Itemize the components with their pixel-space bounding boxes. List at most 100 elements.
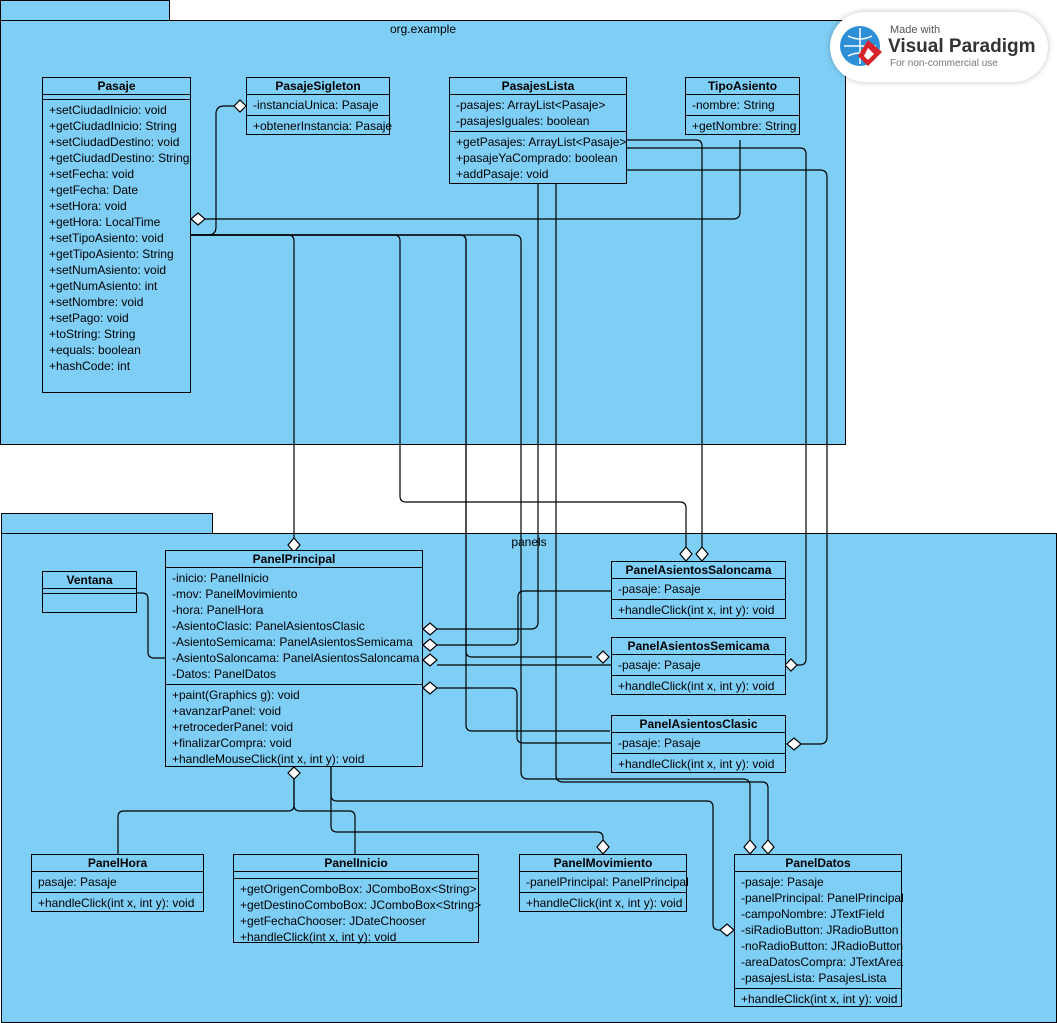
class-member: -AsientoClasic: PanelAsientosClasic bbox=[172, 619, 365, 633]
class-member: -pasaje: Pasaje bbox=[741, 875, 824, 889]
class-member: +getCiudadDestino: String bbox=[49, 151, 190, 165]
connector-pasaje-saloncama bbox=[191, 234, 687, 547]
class-member: +getDestinoComboBox: JComboBox<String> bbox=[240, 898, 482, 912]
connector-lista-semicama bbox=[627, 147, 807, 666]
aggregation-diamond bbox=[596, 839, 610, 855]
class-panel-inicio[interactable]: PanelInicio +getOrigenComboBox: JComboBo… bbox=[233, 854, 482, 944]
class-ventana[interactable]: Ventana bbox=[42, 571, 137, 613]
class-panel-asientos-saloncama[interactable]: PanelAsientosSaloncama -pasaje: Pasaje +… bbox=[611, 561, 786, 619]
aggregation-diamond bbox=[422, 681, 438, 695]
class-member: +retrocederPanel: void bbox=[172, 720, 294, 734]
class-attributes: pasaje: Pasaje bbox=[32, 872, 203, 893]
class-member: -pasajes: ArrayList<Pasaje> bbox=[456, 98, 606, 112]
class-member: -panelPrincipal: PanelPrincipal bbox=[741, 891, 904, 905]
class-member: +getOrigenComboBox: JComboBox<String> bbox=[240, 882, 477, 896]
class-operations: +obtenerInstancia: Pasaje bbox=[247, 116, 393, 136]
watermark-made-with: Made with bbox=[890, 24, 941, 36]
class-member: +getTipoAsiento: String bbox=[49, 247, 174, 261]
aggregation-diamond bbox=[761, 839, 775, 855]
class-attributes: -nombre: String bbox=[686, 95, 799, 116]
class-attributes: -instanciaUnica: Pasaje bbox=[247, 95, 389, 116]
class-name: Ventana bbox=[43, 572, 136, 589]
package-name: org.example bbox=[389, 22, 457, 36]
class-member: +paint(Graphics g): void bbox=[172, 688, 300, 702]
class-name: PasajeSigleton bbox=[247, 78, 389, 95]
class-panel-asientos-semicama[interactable]: PanelAsientosSemicama -pasaje: Pasaje +h… bbox=[611, 637, 786, 695]
class-member: -noRadioButton: JRadioButton bbox=[741, 939, 904, 953]
connector-panelprincipal-hora bbox=[117, 779, 295, 855]
class-name: PanelAsientosClasic bbox=[612, 716, 785, 733]
class-member: -inicio: PanelInicio bbox=[172, 571, 269, 585]
watermark-brand: Visual Paradigm bbox=[888, 36, 1036, 57]
class-panel-principal[interactable]: PanelPrincipal -inicio: PanelInicio-mov:… bbox=[165, 550, 423, 767]
aggregation-diamond bbox=[719, 923, 735, 937]
connector-clasic-panelprincipal bbox=[437, 687, 611, 744]
aggregation-diamond bbox=[190, 212, 206, 226]
class-member: +getFechaChooser: JDateChooser bbox=[240, 914, 426, 928]
class-attributes bbox=[234, 872, 478, 879]
class-attributes bbox=[43, 589, 136, 594]
class-member: -pasajesLista: PasajesLista bbox=[741, 971, 887, 985]
aggregation-diamond bbox=[422, 622, 438, 636]
class-member: +setHora: void bbox=[49, 199, 127, 213]
class-panel-datos[interactable]: PanelDatos -pasaje: Pasaje-panelPrincipa… bbox=[734, 854, 904, 1009]
class-panel-hora[interactable]: PanelHora pasaje: Pasaje +handleClick(in… bbox=[31, 854, 204, 912]
class-operations: +setCiudadInicio: void+getCiudadInicio: … bbox=[43, 100, 190, 376]
class-pasajes-lista[interactable]: PasajesLista -pasajes: ArrayList<Pasaje>… bbox=[449, 77, 627, 184]
class-member: -AsientoSaloncama: PanelAsientosSaloncam… bbox=[172, 651, 420, 665]
class-name: Pasaje bbox=[43, 78, 190, 95]
class-member: -pasaje: Pasaje bbox=[618, 582, 701, 596]
class-attributes: -pasaje: Pasaje bbox=[612, 579, 785, 600]
class-operations: +getNombre: String bbox=[686, 116, 799, 136]
class-member: +handleClick(int x, int y): void bbox=[618, 603, 775, 617]
connector-pasaje-panelprincipal bbox=[191, 234, 295, 538]
class-pasaje-sigleton[interactable]: PasajeSigleton -instanciaUnica: Pasaje +… bbox=[246, 77, 393, 136]
connector-panelprincipal-datos bbox=[330, 767, 720, 931]
connector-panelprincipal-movimiento bbox=[330, 767, 604, 840]
class-pasaje[interactable]: Pasaje +setCiudadInicio: void+getCiudadI… bbox=[42, 77, 191, 393]
aggregation-diamond bbox=[596, 650, 610, 664]
class-member: -mov: PanelMovimiento bbox=[172, 587, 298, 601]
class-operations: +handleClick(int x, int y): void bbox=[612, 676, 785, 696]
class-member: +obtenerInstancia: Pasaje bbox=[253, 119, 393, 133]
class-panel-movimiento[interactable]: PanelMovimiento -panelPrincipal: PanelPr… bbox=[519, 854, 689, 913]
connector-lista-datos bbox=[555, 184, 769, 840]
aggregation-diamond bbox=[786, 737, 802, 751]
aggregation-diamond bbox=[287, 766, 301, 780]
class-member: +pasajeYaComprado: boolean bbox=[456, 151, 618, 165]
aggregation-diamond bbox=[743, 839, 757, 855]
class-member: +setTipoAsiento: void bbox=[49, 231, 164, 245]
class-member: -pasaje: Pasaje bbox=[618, 658, 701, 672]
class-operations: +handleClick(int x, int y): void bbox=[735, 989, 901, 1009]
class-attributes: -pasaje: Pasaje bbox=[612, 655, 785, 676]
class-member: +toString: String bbox=[49, 327, 136, 341]
class-member: +handleClick(int x, int y): void bbox=[526, 896, 683, 910]
visual-paradigm-logo-icon bbox=[840, 26, 882, 66]
class-member: -pasajesIguales: boolean bbox=[456, 114, 590, 128]
class-member: -AsientoSemicama: PanelAsientosSemicama bbox=[172, 635, 413, 649]
connector-lista-panelprincipal bbox=[437, 184, 539, 630]
class-operations: +handleClick(int x, int y): void bbox=[612, 600, 785, 620]
connector-pasaje-datos bbox=[191, 234, 751, 840]
class-name: PanelHora bbox=[32, 855, 203, 872]
class-name: PasajesLista bbox=[450, 78, 626, 95]
class-name: PanelMovimiento bbox=[520, 855, 686, 872]
visual-paradigm-watermark: Made with Visual Paradigm For non-commer… bbox=[830, 12, 1048, 82]
aggregation-diamond bbox=[422, 653, 438, 667]
class-member: -siRadioButton: JRadioButton bbox=[741, 923, 899, 937]
class-member: -panelPrincipal: PanelPrincipal bbox=[526, 875, 689, 889]
class-name: PanelAsientosSemicama bbox=[612, 638, 785, 655]
aggregation-diamond bbox=[233, 99, 247, 113]
class-tipo-asiento[interactable]: TipoAsiento -nombre: String +getNombre: … bbox=[685, 77, 800, 135]
class-member: +setFecha: void bbox=[49, 167, 135, 181]
class-panel-asientos-clasic[interactable]: PanelAsientosClasic -pasaje: Pasaje +han… bbox=[611, 715, 786, 773]
class-member: +hashCode: int bbox=[49, 359, 131, 373]
class-member: +setCiudadDestino: void bbox=[49, 135, 180, 149]
aggregation-diamond bbox=[784, 658, 798, 672]
class-operations: +getPasajes: ArrayList<Pasaje>+pasajeYaC… bbox=[450, 132, 626, 184]
class-attributes: -pasajes: ArrayList<Pasaje> -pasajesIgual… bbox=[450, 95, 626, 132]
connector-panelprincipal-inicio bbox=[293, 779, 356, 855]
class-member: +getFecha: Date bbox=[49, 183, 139, 197]
class-name: TipoAsiento bbox=[686, 78, 799, 95]
class-operations: +handleClick(int x, int y): void bbox=[520, 893, 686, 913]
